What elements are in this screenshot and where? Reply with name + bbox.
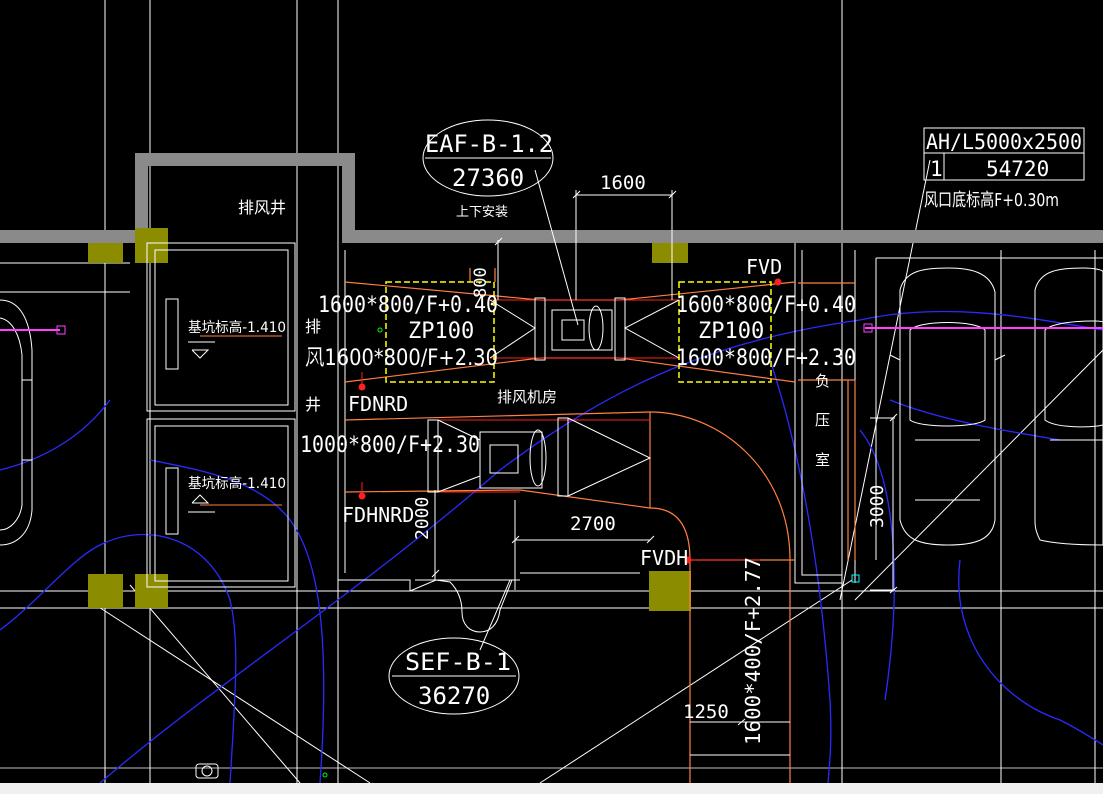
shaft-char-2: 风 bbox=[305, 347, 321, 366]
duct-label-ul2: 风1600*800/F+2.30 bbox=[305, 346, 498, 371]
dim-2000: 2000 bbox=[412, 497, 433, 540]
duct-label-vertical: 1600*400/F+2.77 bbox=[741, 557, 765, 745]
magenta-markers bbox=[0, 323, 1103, 335]
fan-room-label: 排风机房 bbox=[497, 388, 557, 406]
neg-char-1: 负 bbox=[815, 372, 830, 390]
cyan-marker bbox=[851, 574, 860, 583]
install-note: 上下安装 bbox=[456, 205, 508, 220]
dimension-lines bbox=[431, 169, 898, 756]
zp-left: ZP100 bbox=[408, 319, 474, 344]
status-strip bbox=[0, 783, 1103, 794]
blue-boundary-curves bbox=[0, 310, 1103, 784]
shaft-char-3: 井 bbox=[305, 395, 321, 414]
green-marker-2 bbox=[322, 772, 328, 778]
eaf-tag: EAF-B-1.2 bbox=[425, 130, 553, 158]
eaf-flow: 27360 bbox=[452, 164, 524, 192]
outlet-flow: 54720 bbox=[986, 157, 1049, 181]
sef-tag: SEF-B-1 bbox=[405, 648, 511, 676]
damper-fdhnrd: FDHNRD bbox=[342, 503, 414, 527]
walls bbox=[0, 153, 1103, 243]
duct-label-ul1: 1600*800/F+0.40 bbox=[318, 293, 498, 318]
dim-1250: 1250 bbox=[683, 701, 729, 723]
dim-1600: 1600 bbox=[600, 172, 646, 194]
dim-3000: 3000 bbox=[867, 485, 888, 528]
pit-elev-1: 基坑标高-1.410 bbox=[188, 319, 286, 336]
silencer-boxes bbox=[385, 281, 772, 383]
green-marker-1 bbox=[377, 327, 383, 333]
damper-fvd: FVD bbox=[746, 255, 782, 279]
neg-char-3: 室 bbox=[815, 451, 830, 469]
room-outlines bbox=[146, 242, 1103, 633]
outlet-size: AH/L5000x2500 bbox=[926, 130, 1082, 154]
parked-car-left bbox=[0, 299, 33, 546]
parked-car-right-1 bbox=[889, 267, 1006, 546]
structural-columns bbox=[88, 228, 691, 611]
duct-label-lower: 1000*800/F+2.30 bbox=[300, 433, 480, 458]
duct-label-ur1: 1600*800/F+0.40 bbox=[676, 293, 856, 318]
outlet-elev: 风口底标高F+0.30m bbox=[924, 190, 1059, 211]
dim-2700: 2700 bbox=[570, 513, 616, 535]
equipment-bubbles bbox=[388, 119, 1085, 715]
stub-800: 800 bbox=[471, 267, 491, 298]
shaft-char-1: 排 bbox=[305, 317, 321, 336]
camera-icon bbox=[195, 763, 219, 779]
damper-fvdh: FVDH bbox=[640, 546, 688, 570]
outlet-count: 1 bbox=[930, 157, 943, 181]
duct-redlines bbox=[430, 299, 760, 561]
sef-flow: 36270 bbox=[418, 682, 490, 710]
parked-car-right-2 bbox=[1034, 267, 1103, 546]
zp-right: ZP100 bbox=[698, 319, 764, 344]
exhaust-shaft-label: 排风井 bbox=[238, 198, 286, 217]
fan-units bbox=[427, 297, 680, 497]
damper-fdnrd: FDNRD bbox=[348, 392, 408, 416]
duct-label-ur2: 1600*800/F+2.30 bbox=[676, 346, 856, 371]
pit-elev-2: 基坑标高-1.410 bbox=[188, 475, 286, 492]
neg-char-2: 压 bbox=[815, 411, 830, 429]
damper-markers bbox=[358, 278, 782, 564]
